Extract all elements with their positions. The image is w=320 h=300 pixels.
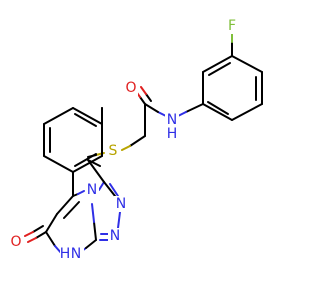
phenyl-ring: [43, 107, 103, 173]
molecule-structure: F O N H S N N N O H N: [9, 18, 263, 262]
bond: [207, 101, 229, 115]
triazole-nitrogen-b-label: N: [110, 228, 120, 244]
bond: [77, 190, 85, 195]
bond: [43, 155, 74, 173]
atom-labels: F O N H S N N N O H N: [9, 18, 239, 262]
bond: [98, 181, 105, 191]
label-bg: [108, 228, 122, 244]
label-bg: [106, 142, 120, 158]
bridge-nitrogen-label: N: [87, 182, 97, 198]
bond: [145, 93, 152, 102]
bond: [157, 111, 167, 117]
bond: [109, 183, 119, 197]
amide-nitrogen-label: N: [167, 112, 177, 128]
pyrimidine-ring: [45, 190, 97, 255]
label-bg: [114, 196, 128, 212]
bond: [121, 145, 131, 151]
nh-hydrogen-label: H: [60, 246, 71, 262]
molecule-diagram: F O N H S N N N O H N: [9, 18, 263, 262]
sulfur-label: S: [109, 143, 118, 159]
bond: [27, 237, 37, 243]
bond: [208, 62, 231, 76]
bond: [45, 213, 58, 233]
bond: [185, 103, 204, 113]
bond: [24, 231, 34, 237]
bond: [72, 107, 103, 125]
label-bg: [225, 18, 239, 34]
bond: [93, 221, 97, 241]
bond: [231, 55, 263, 73]
bond: [87, 159, 105, 183]
ketone-oxygen-label: O: [10, 234, 21, 250]
bond: [129, 135, 146, 147]
bond: [56, 195, 74, 215]
bond: [74, 113, 97, 127]
bond: [231, 103, 263, 121]
triazole-nitrogen-a-label: N: [116, 196, 126, 212]
fluorine-label: F: [228, 18, 236, 34]
bond: [72, 155, 103, 173]
bond: [144, 103, 159, 113]
bond: [117, 211, 121, 229]
bond: [91, 203, 95, 223]
bond: [202, 103, 233, 121]
bond: [45, 231, 56, 247]
bond: [140, 86, 147, 95]
label-bg: [124, 80, 138, 96]
label-bg: [165, 112, 179, 128]
bond: [139, 96, 146, 105]
label-bg: [60, 246, 84, 262]
bond: [35, 231, 47, 239]
bond: [43, 107, 74, 125]
bond: [103, 181, 116, 197]
label-bg: [9, 234, 23, 250]
bond: [85, 239, 97, 249]
fluorophenyl-ring: [202, 55, 263, 121]
triazole-ring: [87, 159, 121, 241]
bond: [74, 153, 97, 167]
amide-oxygen-label: O: [125, 80, 136, 96]
amide-hydrogen-label: H: [167, 126, 178, 142]
bond: [87, 159, 101, 167]
label-bg: [85, 182, 99, 198]
bond: [177, 111, 187, 117]
bond: [63, 201, 80, 219]
bond: [202, 55, 233, 73]
bond: [32, 225, 44, 233]
nh-nitrogen-label: N: [71, 246, 81, 262]
